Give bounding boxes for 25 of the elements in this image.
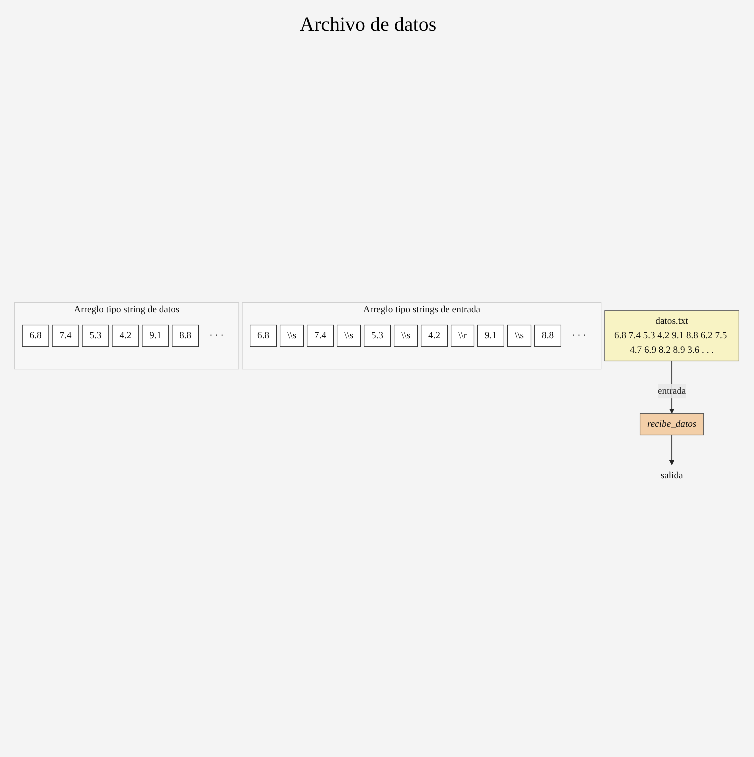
node-box: 5.3 [364,325,392,348]
node-text: · · · [210,330,224,342]
node-box: recibe_datos [640,414,704,436]
node-box: 6.8 [250,325,277,348]
edge-label: entrada [658,386,686,396]
node-box: 8.8 [534,325,562,348]
node-box: 5.3 [82,325,110,348]
node-box: 4.2 [421,325,448,348]
node-text: salida [660,470,684,481]
node-box: 8.8 [172,325,200,348]
arrow [669,435,675,466]
node-box: \\r [451,325,475,348]
node-box: 7.4 [52,325,80,348]
node-box: 9.1 [478,325,504,348]
node-text: · · · [572,330,586,342]
node-box: \\s [508,325,532,348]
caption-text: Archivo de datos [300,14,438,37]
node-box: \\s [394,325,418,348]
node-box: 9.1 [142,325,170,348]
node-box: \\s [337,325,362,348]
node-box: 4.2 [112,325,140,348]
node-box: \\s [280,325,304,348]
node-box: 6.8 [22,325,50,348]
node-box: datos.txt 6.8 7.4 5.3 4.2 9.1 8.8 6.2 7.5 4.7 6.9 8.2 8.9 3.6 . . . [604,310,740,362]
node-box: 7.4 [307,325,334,348]
